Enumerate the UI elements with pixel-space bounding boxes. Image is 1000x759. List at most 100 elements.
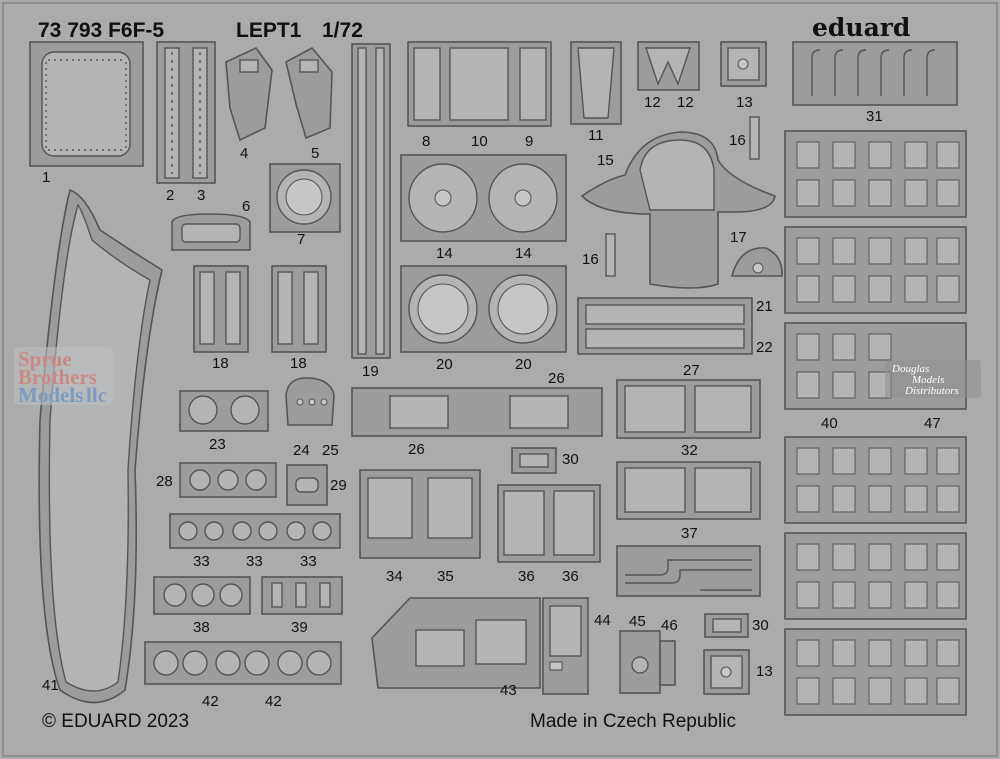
set-code: 73 793 F6F-5 (38, 19, 164, 42)
label-21: 21 (756, 298, 773, 315)
part-34-35 (359, 469, 481, 559)
label-7: 7 (297, 231, 305, 248)
part-14 (400, 154, 567, 242)
part-19 (351, 43, 391, 359)
part-37-pipes (616, 545, 761, 597)
eduard-logo: eduard (812, 13, 910, 42)
label-34: 34 (386, 568, 403, 585)
part-15 (580, 131, 776, 289)
part-18b (271, 265, 327, 353)
label-11: 11 (588, 127, 604, 144)
label-10: 10 (471, 133, 488, 150)
label-29: 29 (330, 477, 347, 494)
label-18b: 18 (290, 355, 307, 372)
label-41: 41 (42, 677, 59, 694)
sprue-brothers-watermark: Sprue Brothers Models llc (14, 347, 114, 407)
part-2-3 (156, 41, 216, 184)
part-45-46 (619, 630, 676, 694)
set-scale: 1/72 (322, 19, 363, 42)
origin-text: Made in Czech Republic (530, 711, 736, 732)
label-14b: 14 (515, 245, 532, 262)
part-32 (616, 379, 761, 439)
part-6 (171, 213, 251, 251)
svg-text:Sprue: Sprue (18, 347, 72, 371)
douglas-models-watermark: Douglas Models Distributors (885, 360, 981, 398)
label-27: 27 (683, 362, 700, 379)
svg-text:Models: Models (18, 383, 83, 407)
label-30b: 30 (752, 617, 769, 634)
svg-text:Douglas: Douglas (891, 363, 929, 375)
label-31: 31 (866, 108, 883, 125)
part-12 (637, 41, 700, 91)
svg-text:Models: Models (911, 374, 944, 386)
label-16b: 16 (582, 251, 599, 268)
part-44 (542, 597, 589, 695)
label-3: 3 (197, 187, 205, 204)
set-name: LEPT1 (236, 19, 302, 42)
label-42b: 42 (265, 693, 282, 710)
part-37 (616, 461, 761, 520)
part-16a (749, 116, 760, 160)
label-30a: 30 (562, 451, 579, 468)
label-13a: 13 (736, 94, 753, 111)
part-36 (497, 484, 601, 563)
part-13b (703, 649, 750, 695)
part-30b (704, 613, 749, 638)
label-42a: 42 (202, 693, 219, 710)
label-45: 45 (629, 613, 646, 630)
part-38 (153, 576, 251, 615)
label-33b: 33 (246, 553, 263, 570)
label-39: 39 (291, 619, 308, 636)
part-23 (179, 390, 269, 432)
svg-text:Distributors: Distributors (904, 385, 959, 397)
label-19: 19 (362, 363, 379, 380)
label-1: 1 (42, 169, 50, 186)
label-38: 38 (193, 619, 210, 636)
label-5: 5 (311, 145, 319, 162)
label-40: 40 (821, 415, 838, 432)
label-15: 15 (597, 152, 614, 169)
label-18a: 18 (212, 355, 229, 372)
label-28: 28 (156, 473, 173, 490)
part-28 (179, 462, 277, 498)
part-4 (225, 46, 273, 142)
label-32: 32 (681, 442, 698, 459)
svg-text:llc: llc (86, 383, 107, 407)
part-8-10-9 (407, 41, 552, 127)
label-36b: 36 (562, 568, 579, 585)
label-33a: 33 (193, 553, 210, 570)
part-20 (400, 265, 567, 353)
label-26b: 26 (548, 370, 565, 387)
part-24-25 (285, 377, 335, 426)
label-47: 47 (924, 415, 941, 432)
part-41 (38, 188, 163, 704)
label-16a: 16 (729, 132, 746, 149)
label-12a: 12 (644, 94, 661, 111)
part-39 (261, 576, 343, 615)
label-14a: 14 (436, 245, 453, 262)
part-5 (285, 46, 333, 140)
label-37: 37 (681, 525, 698, 542)
label-20a: 20 (436, 356, 453, 373)
label-46: 46 (661, 617, 678, 634)
label-36a: 36 (518, 568, 535, 585)
copyright-text: © EDUARD 2023 (42, 711, 189, 732)
label-17: 17 (730, 229, 747, 246)
label-24: 24 (293, 442, 310, 459)
label-43: 43 (500, 682, 517, 699)
label-26a: 26 (408, 441, 425, 458)
label-13b: 13 (756, 663, 773, 680)
label-33c: 33 (300, 553, 317, 570)
part-7 (269, 163, 341, 233)
part-11 (570, 41, 622, 125)
label-35: 35 (437, 568, 454, 585)
label-6: 6 (242, 198, 250, 215)
part-31 (792, 41, 958, 106)
label-23: 23 (209, 436, 226, 453)
label-25: 25 (322, 442, 339, 459)
label-9: 9 (525, 133, 533, 150)
part-26 (351, 387, 603, 437)
part-29 (286, 464, 328, 506)
rivet-grid-blocks (784, 130, 967, 716)
label-12b: 12 (677, 94, 694, 111)
